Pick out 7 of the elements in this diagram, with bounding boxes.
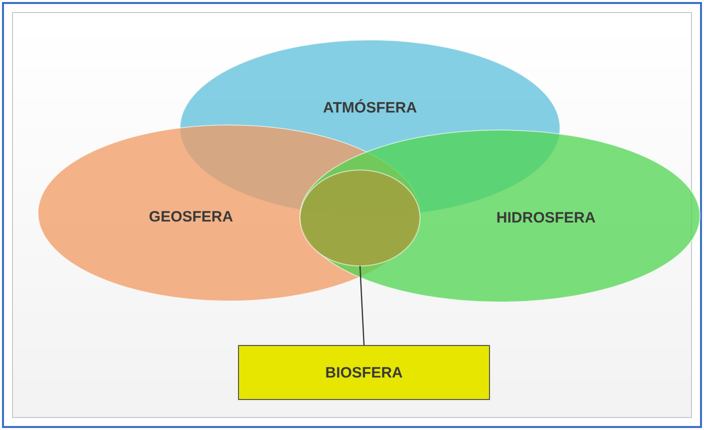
sphere-label: GEOSFERA (148, 208, 234, 226)
sphere-label: HIDROSFERA (496, 210, 596, 226)
venn-ellipse (300, 170, 420, 266)
sphere-label: BIOSFERA (325, 364, 403, 382)
leader-line (359, 266, 365, 346)
label-box (238, 345, 490, 400)
sphere-label: ATMÓSFERA (323, 100, 417, 116)
